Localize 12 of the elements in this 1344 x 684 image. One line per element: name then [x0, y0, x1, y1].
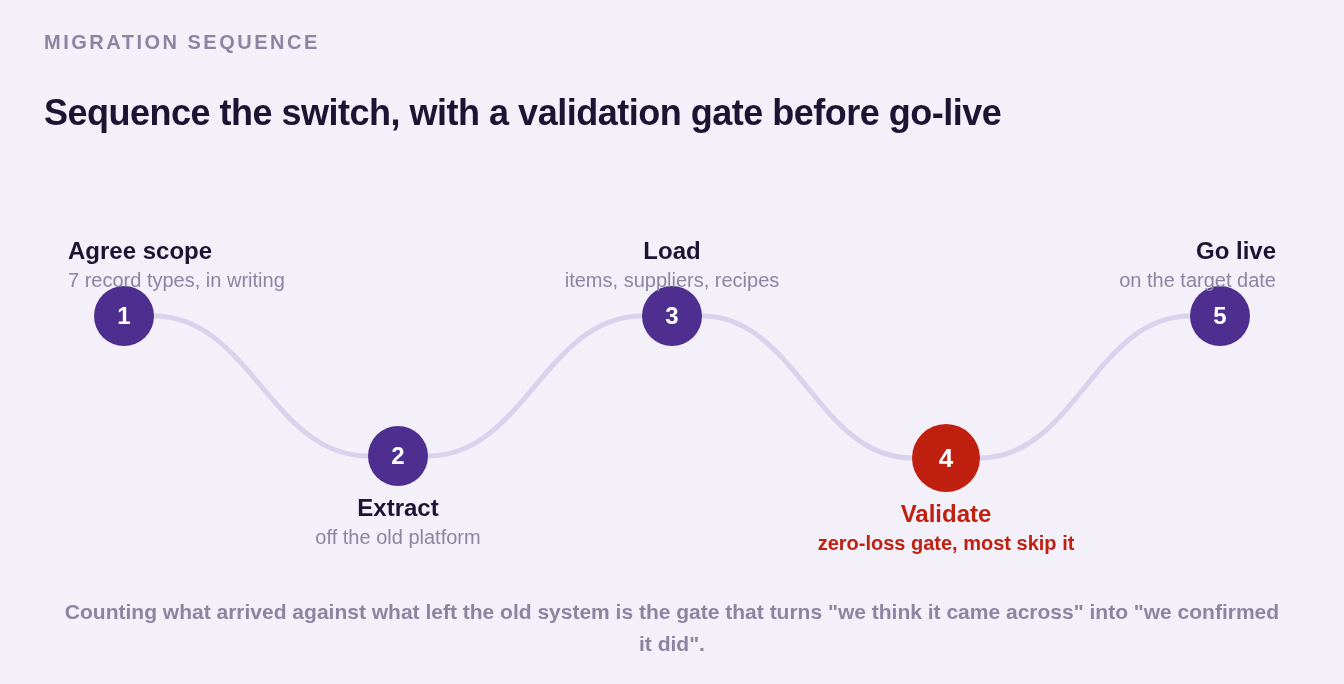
step-title: Validate [900, 500, 992, 528]
step-description: zero-loss gate, most skip it [817, 532, 1075, 555]
step-title: Extract [357, 494, 439, 522]
step-title: Go live [1195, 237, 1276, 265]
step-description: off the old platform [315, 526, 481, 549]
step-circle: 2 [368, 426, 428, 486]
step-circle: 4 [912, 424, 980, 492]
title: Sequence the switch, with a validation gate before go-live [44, 92, 1002, 134]
step-title: Agree scope [68, 237, 213, 265]
caption: Counting what arrived against what left the old system is the gate that turns "we think it came across" into "we confirmed it did". [63, 599, 1281, 657]
step-title: Load [643, 237, 701, 265]
section-label: MIGRATION SEQUENCE [44, 31, 320, 54]
